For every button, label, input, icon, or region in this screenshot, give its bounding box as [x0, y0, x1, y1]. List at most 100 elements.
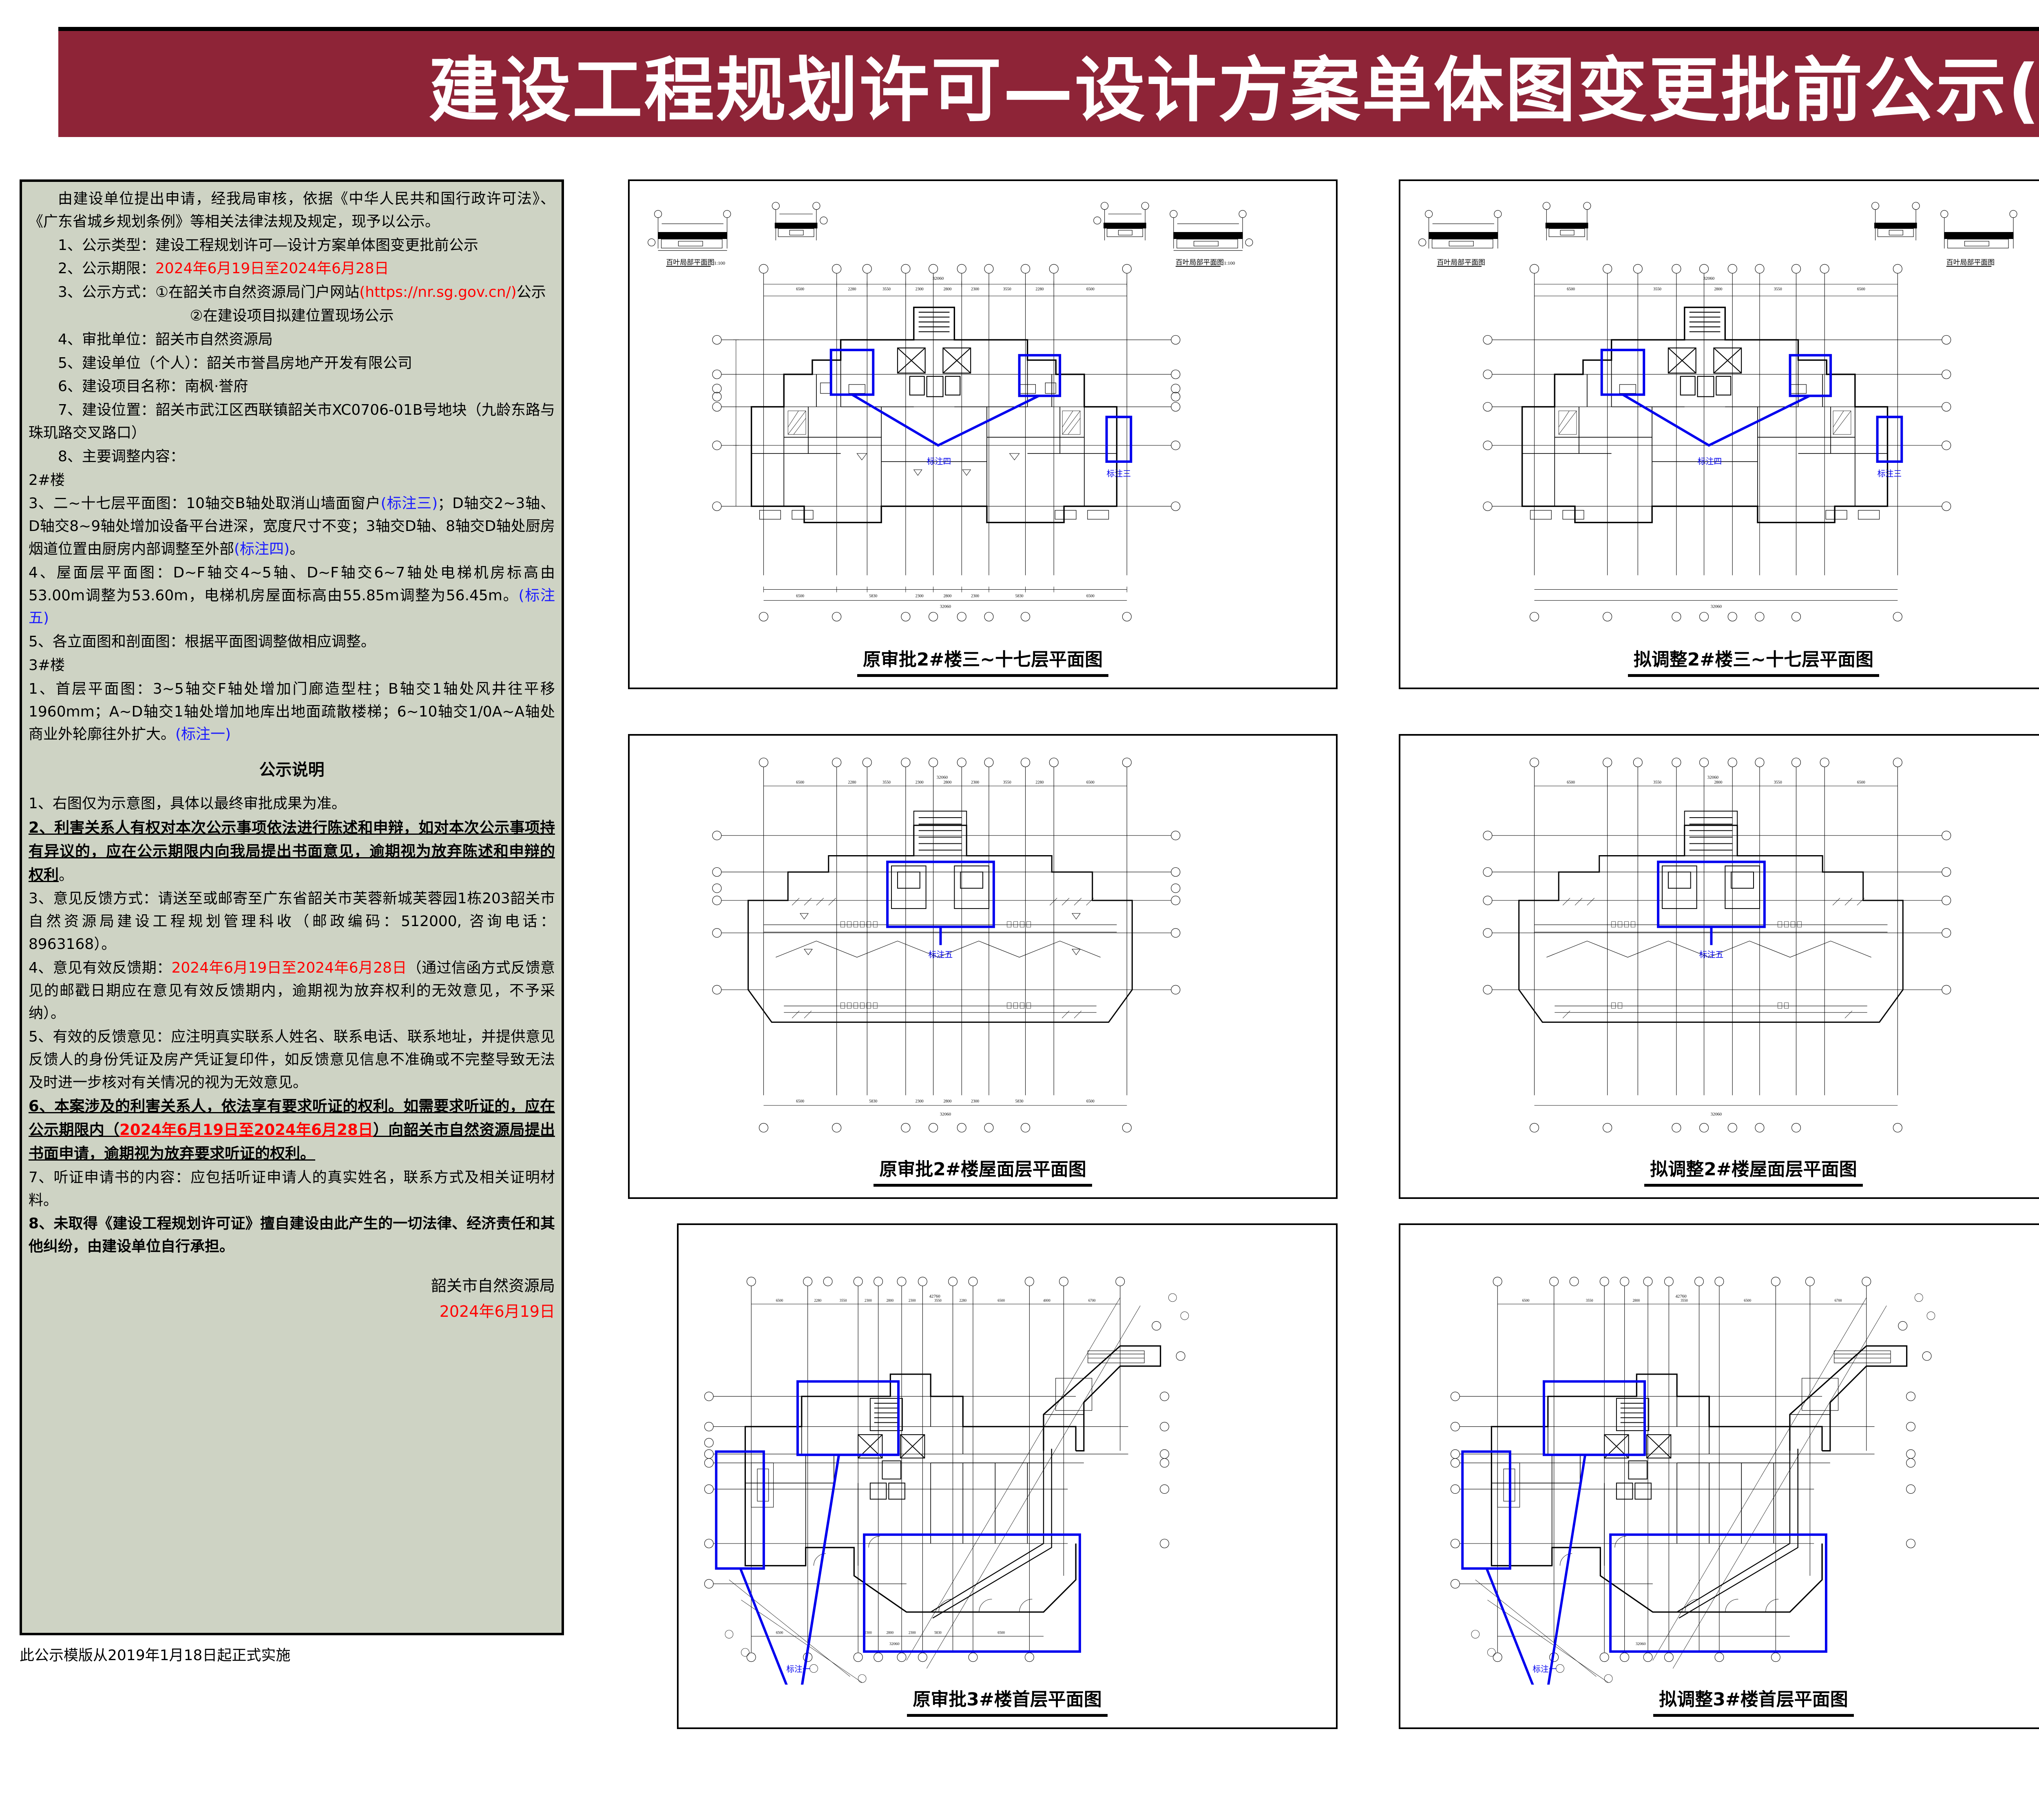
drawing-caption: 拟调整2#楼屋面层平面图	[1400, 1154, 2039, 1197]
svg-text:6500: 6500	[1522, 1298, 1530, 1303]
b2-i3-part-c: 。	[290, 540, 305, 557]
notice-item-4-tail: （通过信函方式反馈意见的邮戳日期应在意见有效反馈期内，逾期视为放弃权利的无效意见…	[29, 959, 555, 1022]
page-title: 建设工程规划许可—设计方案单体图变更批前公示(三)	[429, 49, 2039, 131]
svg-text:3550: 3550	[1653, 287, 1661, 292]
svg-text:1:100: 1:100	[1224, 260, 1235, 266]
svg-text:2300: 2300	[909, 1630, 916, 1634]
svg-text:6500: 6500	[1086, 287, 1095, 292]
svg-text:6700: 6700	[1088, 1298, 1096, 1303]
svg-text:3550: 3550	[1774, 780, 1782, 785]
item-adjustment-heading: 8、主要调整内容：	[58, 448, 185, 465]
b3-i1-mark-1: (标注一)	[175, 726, 231, 743]
svg-text:2300: 2300	[865, 1298, 872, 1303]
svg-text:2300: 2300	[971, 287, 979, 292]
svg-text:5830: 5830	[869, 594, 877, 598]
mark-label-3: 标注三	[1107, 469, 1131, 478]
svg-text:3550: 3550	[1586, 1298, 1593, 1303]
svg-text:32060: 32060	[940, 1112, 951, 1117]
svg-text:2800: 2800	[886, 1298, 893, 1303]
svg-text:6700: 6700	[1835, 1298, 1842, 1303]
svg-text:2280: 2280	[848, 780, 856, 785]
mark-label-4: 标注四	[927, 457, 951, 466]
adjustment-highlight-group	[1600, 349, 1903, 463]
item-approval-authority: 4、审批单位：韶关市自然资源局	[58, 331, 273, 348]
drawing-canvas: 32060 6500 2280 3550 2300 2800 2300 3550…	[630, 736, 1336, 1154]
svg-text:2800: 2800	[943, 1099, 951, 1104]
svg-text:6500: 6500	[796, 780, 804, 785]
notice-item-6-head: 6、本案涉及的利害关系人，依法享有要求听证的权利。如需要求听证的，应在公示期限内…	[29, 1097, 555, 1139]
intro-paragraph: 由建设单位提出申请，经我局审核，依据《中华人民共和国行政许可法》、《广东省城乡规…	[29, 190, 555, 230]
building-3-label: 3#楼	[29, 657, 65, 674]
item-publicity-method: 3、公示方式：①在韶关市自然资源局门户网站(https://nr.sg.gov.…	[29, 281, 555, 304]
building-3-item-1: 1、首层平面图：3~5轴交F轴处增加门廊造型柱；B轴交1轴处风井往平移1960m…	[29, 678, 555, 746]
notice-item-2-text: 2、利害关系人有权对本次公示事项依法进行陈述和申辩，如对本次公示事项持有异议的，…	[29, 818, 555, 884]
notice-item-2-tail: 。	[59, 867, 74, 884]
notice-item-6-date: 2024年6月19日至2024年6月28日	[119, 1121, 373, 1139]
svg-text:5830: 5830	[934, 1630, 942, 1634]
item-developer: 5、建设单位（个人）：韶关市誉昌房地产开发有限公司	[58, 354, 412, 372]
svg-text:5830: 5830	[1015, 1099, 1024, 1104]
svg-text:32060: 32060	[940, 604, 951, 609]
drawing-canvas: 42760 6500 3550 2800 3550 6500 6700	[1400, 1225, 2039, 1685]
svg-text:32060: 32060	[1636, 1642, 1646, 1646]
svg-text:6500: 6500	[1857, 287, 1865, 292]
b2-i3-part-a: 3、二~十七层平面图：10轴交B轴处取消山墙面窗户	[29, 495, 381, 512]
svg-text:2300: 2300	[916, 1099, 924, 1104]
svg-text:6500: 6500	[796, 287, 804, 292]
drawing-caption: 拟调整3#楼首层平面图	[1400, 1685, 2039, 1727]
mark-label-4: 标注四	[1698, 457, 1722, 466]
svg-text:6500: 6500	[1086, 594, 1095, 598]
svg-text:32060: 32060	[937, 775, 948, 780]
svg-text:2800: 2800	[943, 594, 951, 598]
svg-text:2280: 2280	[1035, 287, 1044, 292]
mark-label-3: 标注三	[1878, 469, 1902, 478]
notice-item-6: 6、本案涉及的利害关系人，依法享有要求听证的权利。如需要求听证的，应在公示期限内…	[29, 1095, 555, 1165]
svg-text:32060: 32060	[933, 276, 944, 281]
ground-floor-plan-adjusted-svg: 42760 6500 3550 2800 3550 6500 6700	[1451, 1276, 1935, 1685]
building-2-item-5: 5、各立面图和剖面图：根据平面图调整做相应调整。	[29, 633, 376, 650]
svg-text:32060: 32060	[1711, 1112, 1722, 1117]
svg-text:6500: 6500	[776, 1298, 783, 1303]
svg-text:2800: 2800	[1714, 287, 1722, 292]
b2-i4-mark-5: (标注五)	[29, 587, 555, 627]
publicity-method-label: 3、公示方式：①在韶关市自然资源局门户网站	[58, 284, 360, 301]
svg-text:5830: 5830	[869, 1099, 877, 1104]
svg-text:6500: 6500	[1086, 780, 1095, 785]
svg-text:3550: 3550	[1003, 287, 1011, 292]
svg-text:2280: 2280	[814, 1298, 821, 1303]
notice-sign-date: 2024年6月19日	[439, 1303, 555, 1321]
svg-text:2800: 2800	[943, 780, 951, 785]
svg-text:6500: 6500	[1567, 780, 1575, 785]
notice-item-6-tail: ）向韶关市自然资源局提出书面申请，逾期视为放弃要求听证的权利。	[29, 1121, 555, 1163]
svg-text:2280: 2280	[848, 287, 856, 292]
notice-signer: 韶关市自然资源局	[431, 1277, 555, 1295]
svg-text:42760: 42760	[1675, 1294, 1687, 1299]
b2-i3-mark-3: (标注三)	[380, 495, 438, 512]
item-project-name: 6、建设项目名称：南枫·誉府	[58, 378, 248, 395]
drawing-panel-adjusted-2f-roof: 32060 6500 3550 2800 3550 6500	[1399, 734, 2039, 1199]
tower-floor-plan-adjusted-svg: 百叶局部平面图	[1418, 202, 2017, 621]
svg-text:6500: 6500	[1086, 1099, 1095, 1104]
drawing-canvas: 百叶局部平面图 1:100	[630, 181, 1336, 645]
svg-text:6500: 6500	[796, 594, 804, 598]
tower-floor-plan-svg: 百叶局部平面图 1:100	[648, 202, 1253, 621]
svg-text:32060: 32060	[1707, 775, 1719, 780]
mark-label-1: 标注一	[1533, 1664, 1557, 1674]
page-title-banner: 建设工程规划许可—设计方案单体图变更批前公示(三)	[58, 27, 2039, 137]
notice-item-4-head: 4、意见有效反馈期：	[29, 959, 172, 976]
adjustment-highlight-group	[1461, 1380, 1827, 1685]
svg-text:2280: 2280	[1035, 780, 1044, 785]
adjustment-highlight-group	[886, 860, 995, 945]
publicity-period-label: 2、公示期限：	[58, 260, 155, 277]
svg-text:32060: 32060	[1703, 276, 1715, 281]
svg-text:6500: 6500	[997, 1630, 1005, 1634]
publicity-url[interactable]: (https://nr.sg.gov.cn/)	[359, 284, 517, 301]
svg-text:3550: 3550	[882, 287, 891, 292]
drawing-caption: 原审批3#楼首层平面图	[679, 1685, 1336, 1727]
svg-text:2300: 2300	[971, 780, 979, 785]
svg-text:百叶局部平面图: 百叶局部平面图	[1176, 258, 1224, 266]
svg-text:2300: 2300	[971, 594, 979, 598]
svg-text:5830: 5830	[1015, 594, 1024, 598]
template-note: 此公示模版从2019年1月18日起正式实施	[20, 1647, 291, 1664]
b3-i1-text: 1、首层平面图：3~5轴交F轴处增加门廊造型柱；B轴交1轴处风井往平移1960m…	[29, 680, 555, 743]
